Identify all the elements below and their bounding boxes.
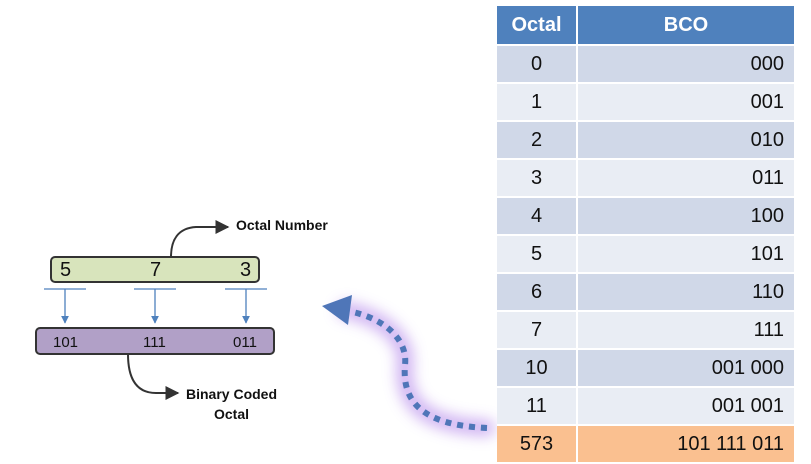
octal-cell: 10: [497, 350, 578, 388]
octal-digit: 3: [240, 259, 252, 281]
octal-number-callout-arrow: [170, 220, 230, 258]
binary-group: 111: [143, 334, 166, 351]
table-row: 11 001 001: [497, 388, 796, 426]
digit-mapping-arrows: [44, 288, 267, 324]
octal-cell: 11: [497, 388, 578, 426]
octal-number-box: 5 7 3: [50, 256, 260, 283]
table-row: 7 111: [497, 312, 796, 350]
bco-cell: 001 000: [578, 350, 796, 388]
bco-cell: 000: [578, 46, 796, 84]
octal-cell: 6: [497, 274, 578, 312]
table-header-row: Octal BCO: [497, 6, 796, 46]
octal-bco-table: Octal BCO 0 000 1 001 2 010 3 011 4 10 0 …: [497, 6, 796, 464]
table-row: 2 010: [497, 122, 796, 160]
bco-label-line2: Octal: [214, 406, 250, 422]
bco-cell: 011: [578, 160, 796, 198]
table-row: 5 101: [497, 236, 796, 274]
bco-cell: 101 111 011: [578, 426, 796, 464]
octal-cell: 3: [497, 160, 578, 198]
binary-group: 101: [53, 334, 79, 351]
table-row: 6 110: [497, 274, 796, 312]
dotted-curved-arrow: [322, 295, 495, 436]
octal-cell: 2: [497, 122, 578, 160]
table-row: 1 001: [497, 84, 796, 122]
bco-cell: 110: [578, 274, 796, 312]
octal-digit: 5: [60, 259, 72, 281]
octal-cell: 7: [497, 312, 578, 350]
octal-cell: 573: [497, 426, 578, 464]
table-row: 0 000: [497, 46, 796, 84]
bco-callout-arrow: [127, 353, 180, 400]
header-octal: Octal: [497, 6, 578, 46]
bco-cell: 010: [578, 122, 796, 160]
bco-cell: 001: [578, 84, 796, 122]
table-row-highlighted: 573 101 111 011: [497, 426, 796, 464]
bco-cell: 111: [578, 312, 796, 350]
bco-cell: 101: [578, 236, 796, 274]
table-row: 4 100: [497, 198, 796, 236]
bco-cell: 100: [578, 198, 796, 236]
bco-label-line1: Binary Coded: [186, 386, 278, 402]
octal-number-label: Octal Number: [236, 217, 328, 233]
octal-cell: 0: [497, 46, 578, 84]
octal-cell: 4: [497, 198, 578, 236]
table-row: 10 001 000: [497, 350, 796, 388]
binary-group: 011: [233, 334, 257, 351]
binary-coded-box: 101 111 011: [35, 327, 275, 355]
bco-label: Binary Coded Octal: [186, 384, 277, 424]
bco-cell: 001 001: [578, 388, 796, 426]
octal-cell: 5: [497, 236, 578, 274]
table-row: 3 011: [497, 160, 796, 198]
octal-cell: 1: [497, 84, 578, 122]
octal-digit: 7: [150, 259, 162, 281]
header-bco: BCO: [578, 6, 796, 46]
